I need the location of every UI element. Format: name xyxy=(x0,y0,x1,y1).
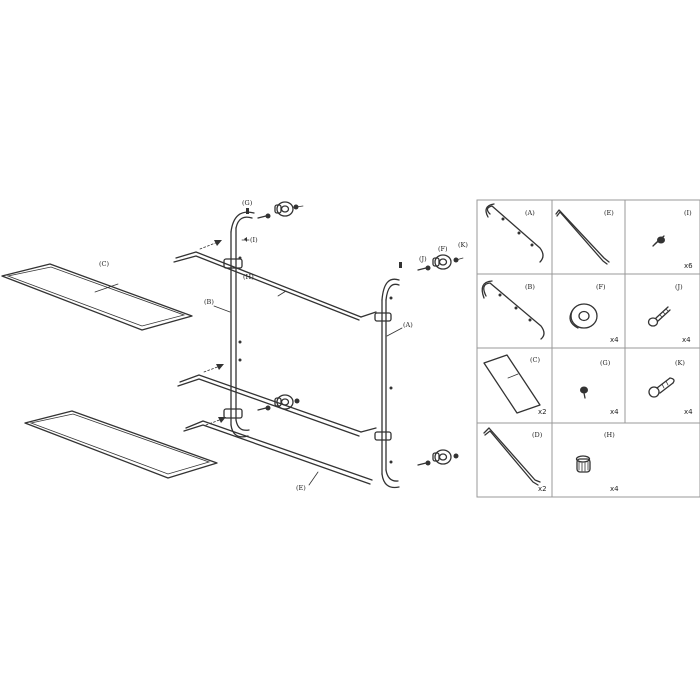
part-cell-j: (J) x4 xyxy=(647,283,691,344)
part-qty-c: x2 xyxy=(538,408,547,416)
middle-rod xyxy=(177,374,377,437)
part-cell-a: (A) xyxy=(485,203,544,263)
label-cap-h: (H) xyxy=(243,273,254,281)
part-label-i: (I) xyxy=(684,209,692,217)
parts-grid xyxy=(476,199,700,498)
label-cap-f: (F) xyxy=(438,245,448,253)
part-label-f: (F) xyxy=(596,283,606,291)
part-label-c: (C) xyxy=(530,356,541,364)
part-cell-e: (E) xyxy=(555,209,614,265)
part-label-e: (E) xyxy=(604,209,614,217)
insert-arrows xyxy=(199,240,226,426)
part-cell-d: (D) x2 xyxy=(483,427,547,493)
part-label-h: (H) xyxy=(604,431,615,439)
lower-rod: (E) xyxy=(183,420,373,492)
right-post: (A) xyxy=(374,278,413,489)
label-left-post: (B) xyxy=(204,298,214,306)
part-label-a: (A) xyxy=(525,209,535,217)
part-cell-g: (G) x4 xyxy=(580,359,619,416)
part-qty-g: x4 xyxy=(610,408,619,416)
label-screw-j: (J) xyxy=(419,255,427,263)
label-glass-shelf-upper: (C) xyxy=(99,260,110,268)
part-cell-b: (B) xyxy=(481,280,545,340)
label-screw-i: (I) xyxy=(250,236,258,244)
hardware-right-top: (J) (F) (K) xyxy=(399,241,468,271)
part-label-d: (D) xyxy=(532,431,543,439)
glass-shelf-upper: (C) xyxy=(1,260,193,331)
part-cell-h: (H) x4 xyxy=(575,431,619,493)
hardware-left-top: (G) (I) (H) xyxy=(241,199,304,281)
glass-shelf-lower xyxy=(24,410,218,479)
part-qty-h: x4 xyxy=(610,485,619,493)
hardware-left-lower xyxy=(257,394,300,411)
label-lower-rod: (E) xyxy=(296,484,306,492)
part-label-b: (B) xyxy=(525,283,535,291)
part-cell-c: (C) x2 xyxy=(483,354,547,416)
part-qty-i: x6 xyxy=(684,262,693,270)
part-cell-i: (I) x6 xyxy=(652,209,693,270)
exploded-view: (C) (B) xyxy=(1,199,468,492)
part-label-k: (K) xyxy=(675,359,685,367)
part-label-j: (J) xyxy=(675,283,683,291)
hardware-right-lower xyxy=(417,449,459,466)
label-sleeve-k: (K) xyxy=(458,241,468,249)
part-label-g: (G) xyxy=(600,359,611,367)
part-qty-j: x4 xyxy=(682,336,691,344)
left-post: (B) xyxy=(204,211,255,438)
part-cell-f: (F) x4 xyxy=(569,283,619,344)
part-qty-f: x4 xyxy=(610,336,619,344)
part-cell-k: (K) x4 xyxy=(648,359,693,416)
part-qty-k: x4 xyxy=(684,408,693,416)
part-qty-d: x2 xyxy=(538,485,547,493)
upper-rod xyxy=(173,251,377,321)
label-screw-g: (G) xyxy=(242,199,253,207)
label-right-post: (A) xyxy=(403,321,413,329)
